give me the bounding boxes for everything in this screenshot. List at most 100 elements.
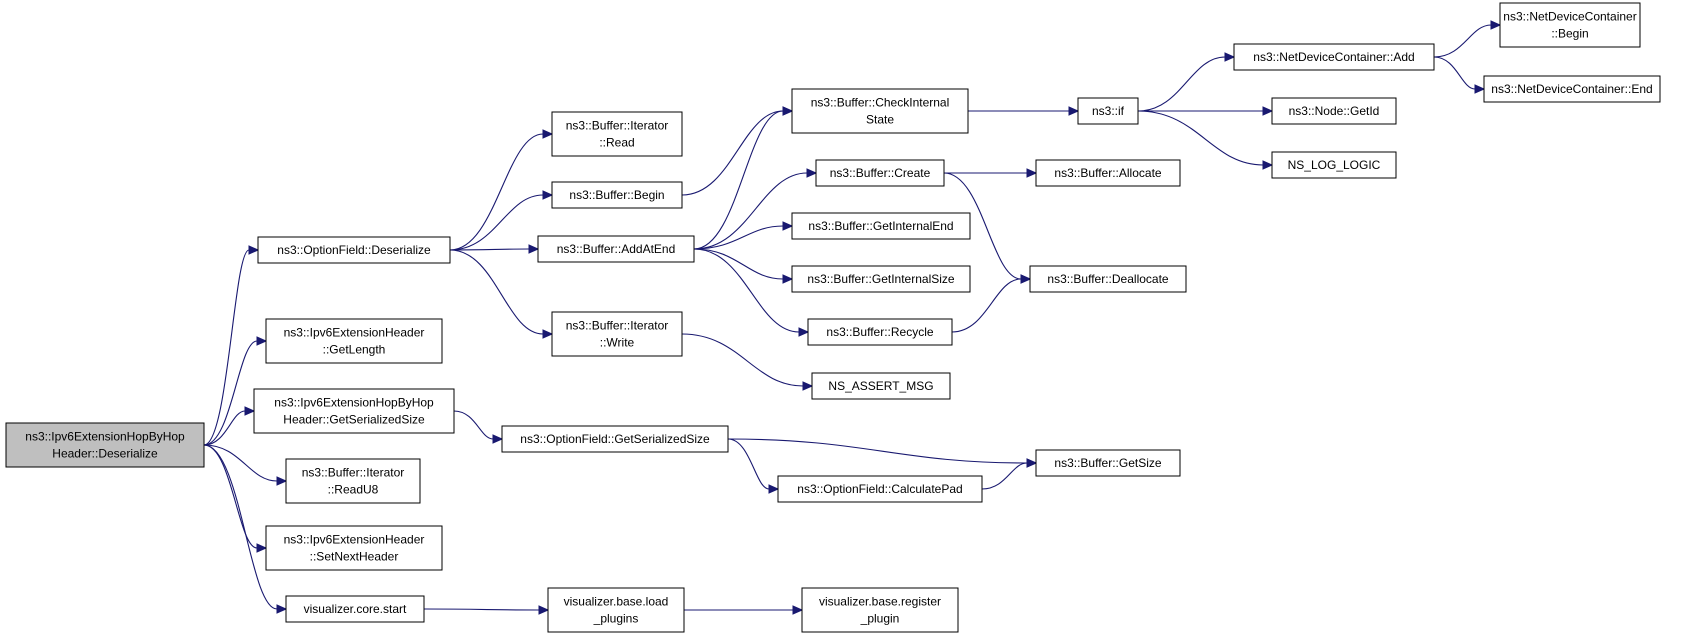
node-box[interactable] bbox=[1233, 43, 1435, 71]
node-ext-setnextheader[interactable]: ns3::Ipv6ExtensionHeader::SetNextHeader bbox=[265, 525, 443, 571]
node-box[interactable] bbox=[257, 236, 451, 264]
node-buffer-recycle[interactable]: ns3::Buffer::Recycle bbox=[807, 318, 953, 346]
node-label-line: ns3::Buffer::GetInternalEnd bbox=[808, 219, 953, 233]
arrowhead bbox=[542, 190, 554, 200]
node-box[interactable] bbox=[265, 318, 443, 364]
node-box[interactable] bbox=[791, 88, 969, 134]
edge-ns3_if-to-ns_log_logic bbox=[1137, 110, 1274, 170]
node-optionfield-getserializedsize[interactable]: ns3::OptionField::GetSerializedSize bbox=[501, 425, 729, 453]
node-buffer-getinternalend[interactable]: ns3::Buffer::GetInternalEnd bbox=[791, 212, 971, 240]
node-box[interactable] bbox=[1271, 151, 1397, 179]
edge-line bbox=[951, 278, 1022, 333]
node-node-getid[interactable]: ns3::Node::GetId bbox=[1271, 97, 1397, 125]
edge-line bbox=[203, 340, 258, 446]
node-box[interactable] bbox=[801, 587, 959, 633]
edge-ndc_add-to-ndc_begin bbox=[1433, 20, 1502, 58]
node-box[interactable] bbox=[501, 425, 729, 453]
node-label-line: ::Begin bbox=[1551, 27, 1588, 41]
node-label-line: ns3::Buffer::Iterator bbox=[566, 119, 669, 133]
node-ns-assert-msg[interactable]: NS_ASSERT_MSG bbox=[811, 372, 951, 400]
node-box[interactable] bbox=[1271, 97, 1397, 125]
edge-line bbox=[449, 133, 544, 251]
edge-buffer_begin-to-buffer_checkinternalstate bbox=[681, 106, 794, 196]
node-ns-log-logic[interactable]: NS_LOG_LOGIC bbox=[1271, 151, 1397, 179]
arrowhead bbox=[538, 605, 550, 615]
node-label-line: ::ReadU8 bbox=[328, 483, 379, 497]
node-ext-getlength[interactable]: ns3::Ipv6ExtensionHeader::GetLength bbox=[265, 318, 443, 364]
edge-line bbox=[203, 410, 246, 446]
node-box[interactable] bbox=[791, 212, 971, 240]
node-box[interactable] bbox=[811, 372, 951, 400]
node-box[interactable] bbox=[1035, 449, 1181, 477]
node-ndc-begin[interactable]: ns3::NetDeviceContainer::Begin bbox=[1499, 2, 1641, 48]
node-box[interactable] bbox=[815, 159, 945, 187]
node-ndc-end[interactable]: ns3::NetDeviceContainer::End bbox=[1483, 75, 1661, 103]
node-optionfield-calculatepad[interactable]: ns3::OptionField::CalculatePad bbox=[777, 475, 983, 503]
edge-hbh_getserializedsize-to-optionfield_getserializedsize bbox=[453, 410, 504, 444]
node-box[interactable] bbox=[5, 422, 205, 468]
node-box[interactable] bbox=[547, 587, 685, 633]
arrowhead bbox=[768, 484, 780, 494]
node-buffer-begin[interactable]: ns3::Buffer::Begin bbox=[551, 181, 683, 209]
edge-line bbox=[1433, 56, 1476, 90]
node-label-line: _plugin bbox=[860, 612, 900, 626]
node-box[interactable] bbox=[551, 181, 683, 209]
node-box[interactable] bbox=[1035, 159, 1181, 187]
node-box[interactable] bbox=[551, 111, 683, 157]
edge-line bbox=[727, 438, 1028, 464]
node-box[interactable] bbox=[1077, 97, 1139, 125]
node-optionfield-deserialize[interactable]: ns3::OptionField::Deserialize bbox=[257, 236, 451, 264]
edge-line bbox=[727, 438, 770, 490]
node-hbh-getserializedsize[interactable]: ns3::Ipv6ExtensionHopByHopHeader::GetSer… bbox=[253, 388, 455, 434]
node-label-line: ns3::Buffer::GetInternalSize bbox=[807, 272, 955, 286]
node-viz-base-loadplugins[interactable]: visualizer.base.load_plugins bbox=[547, 587, 685, 633]
node-iter-read[interactable]: ns3::Buffer::Iterator::Read bbox=[551, 111, 683, 157]
edge-optionfield_deserialize-to-buffer_addatend bbox=[449, 244, 540, 254]
edge-optionfield_getserializedsize-to-buffer_getsize bbox=[727, 438, 1038, 468]
node-label-line: ns3::Ipv6ExtensionHopByHop bbox=[25, 430, 185, 444]
node-label-line: ns3::Buffer::Begin bbox=[569, 188, 664, 202]
arrowhead bbox=[1474, 84, 1486, 94]
node-buffer-allocate[interactable]: ns3::Buffer::Allocate bbox=[1035, 159, 1181, 187]
node-box[interactable] bbox=[285, 595, 425, 623]
node-box[interactable] bbox=[791, 265, 971, 293]
arrowhead bbox=[1262, 160, 1274, 170]
edge-buffer_recycle-to-buffer_deallocate bbox=[951, 274, 1032, 333]
edge-optionfield_calculatepad-to-buffer_getsize bbox=[981, 458, 1038, 490]
node-iter-readu8[interactable]: ns3::Buffer::Iterator::ReadU8 bbox=[285, 458, 421, 504]
node-ns3-if[interactable]: ns3::if bbox=[1077, 97, 1139, 125]
edge-root-to-hbh_getserializedsize bbox=[203, 406, 256, 446]
node-label-line: Header::Deserialize bbox=[52, 447, 158, 461]
edge-line bbox=[693, 172, 808, 250]
node-viz-base-registerplugin[interactable]: visualizer.base.register_plugin bbox=[801, 587, 959, 633]
node-iter-write[interactable]: ns3::Buffer::Iterator::Write bbox=[551, 311, 683, 357]
edge-line bbox=[681, 333, 804, 387]
node-label-line: ns3::NetDeviceContainer::Add bbox=[1253, 50, 1414, 64]
node-box[interactable] bbox=[777, 475, 983, 503]
edge-line bbox=[449, 194, 544, 251]
node-buffer-getsize[interactable]: ns3::Buffer::GetSize bbox=[1035, 449, 1181, 477]
node-buffer-create[interactable]: ns3::Buffer::Create bbox=[815, 159, 945, 187]
edge-ns3_if-to-ndc_add bbox=[1137, 52, 1236, 112]
node-box[interactable] bbox=[1483, 75, 1661, 103]
node-box[interactable] bbox=[265, 525, 443, 571]
node-box[interactable] bbox=[253, 388, 455, 434]
node-box[interactable] bbox=[1499, 2, 1641, 48]
node-buffer-getinternalsize[interactable]: ns3::Buffer::GetInternalSize bbox=[791, 265, 971, 293]
node-viz-core-start[interactable]: visualizer.core.start bbox=[285, 595, 425, 623]
node-buffer-deallocate[interactable]: ns3::Buffer::Deallocate bbox=[1029, 265, 1187, 293]
node-ndc-add[interactable]: ns3::NetDeviceContainer::Add bbox=[1233, 43, 1435, 71]
node-box[interactable] bbox=[551, 311, 683, 357]
node-label-line: ::Write bbox=[600, 336, 635, 350]
node-label-line: ns3::Buffer::Iterator bbox=[302, 466, 405, 480]
node-buffer-addatend[interactable]: ns3::Buffer::AddAtEnd bbox=[537, 235, 695, 263]
edge-buffer_create-to-buffer_allocate bbox=[944, 168, 1038, 178]
node-box[interactable] bbox=[537, 235, 695, 263]
nodes-layer: ns3::Ipv6ExtensionHopByHopHeader::Deseri… bbox=[5, 2, 1661, 633]
node-box[interactable] bbox=[1029, 265, 1187, 293]
node-box[interactable] bbox=[807, 318, 953, 346]
node-box[interactable] bbox=[285, 458, 421, 504]
node-root[interactable]: ns3::Ipv6ExtensionHopByHopHeader::Deseri… bbox=[5, 422, 205, 468]
edge-viz_core_start-to-viz_base_loadplugins bbox=[423, 605, 550, 615]
